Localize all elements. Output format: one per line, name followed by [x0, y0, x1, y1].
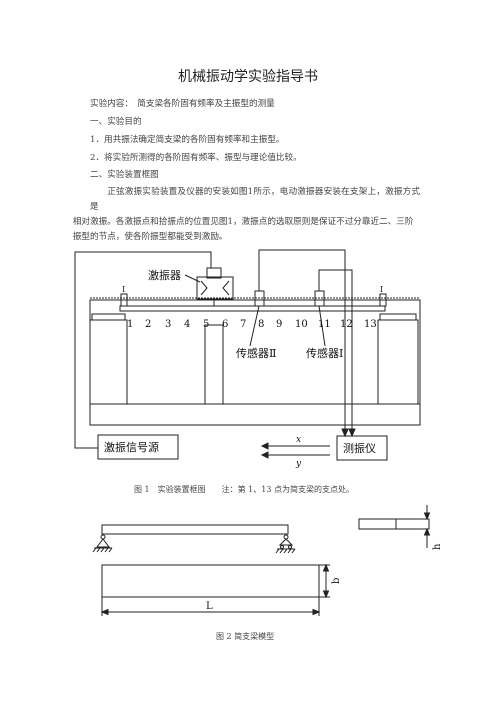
- exciter-head: [206, 267, 222, 279]
- figure1-caption: 图 1 实验装置框图 注：第 1、13 点为简支梁的支点处。: [134, 485, 354, 494]
- sensor1-wire: [318, 269, 353, 436]
- signal-source-box: [97, 434, 179, 460]
- left-pin: [120, 293, 128, 307]
- point-number-4: 4: [184, 319, 190, 330]
- left-support: [89, 319, 128, 405]
- right-support: [377, 319, 419, 405]
- sensor2-wire: [258, 249, 346, 436]
- left-support-mark: I: [122, 285, 125, 294]
- section-heading-setup: 二、实验装置框图: [90, 170, 159, 180]
- setup-paragraph-line-2: 相对激振。各激振点和拾振点的位置见图1，激振点的选取原则是保证不过分靠近二、三阶: [72, 217, 414, 227]
- right-pin: [379, 293, 387, 307]
- point-number-12: 12: [340, 319, 353, 330]
- exciter-coil: [200, 280, 230, 296]
- arrow-y-label: y: [295, 459, 302, 469]
- exciter-signal-wire: [74, 251, 212, 449]
- L-arrow-right: [312, 608, 321, 616]
- point-number-2: 2: [145, 319, 151, 330]
- left-support-cap: [91, 313, 126, 320]
- dimension-b-label: b: [331, 578, 342, 584]
- exciter-label: 激振器: [148, 268, 181, 282]
- signal-source-label: 激振信号源: [104, 440, 159, 454]
- setup-paragraph-line-3: 振型的节点，使各阶振型都能受到激励。: [72, 232, 228, 242]
- page-title: 机械振动学实验指导书: [178, 69, 318, 85]
- dimension-L-label: L: [206, 601, 213, 612]
- point-number-11: 11: [318, 319, 331, 330]
- exciter-leader: [184, 274, 201, 283]
- right-support-cap: [379, 313, 417, 320]
- right-roller-support: [275, 534, 296, 554]
- b-arrow-bot: [322, 590, 330, 599]
- setup-paragraph-line-1: 正弦激振实验装置及仪器的安装如图1所示，电动激振器安装在支架上，激振方式是: [90, 187, 420, 212]
- beam: [119, 305, 386, 312]
- point-number-7: 7: [240, 319, 246, 330]
- arrow-y-head: [260, 451, 269, 459]
- exciter-stand: [204, 324, 224, 405]
- purpose-item-1: 1．用共振法确定简支梁的各阶固有频率和主振型。: [90, 135, 285, 145]
- arrow-x-label: x: [296, 435, 301, 445]
- purpose-item-2: 2．将实验所测得的各阶固有频率、振型与理论值比较。: [90, 153, 302, 163]
- section-heading-purpose: 一、实验目的: [90, 117, 142, 127]
- h-arrow-bot: [423, 527, 431, 536]
- exciter-body: [196, 276, 234, 300]
- sensor2-arrowhead: [341, 428, 349, 438]
- sensor1-arrowhead: [348, 428, 356, 438]
- sensor1-label: 传感器Ⅰ: [306, 347, 343, 360]
- left-pin-support: [92, 534, 113, 553]
- point-number-5: 5: [203, 319, 209, 330]
- point-number-13: 13: [364, 319, 377, 330]
- arrow-x-head: [260, 442, 269, 450]
- experiment-content-line: 实验内容： 简支梁各阶固有频率及主振型的测量: [90, 99, 275, 109]
- sensor1-leader: [318, 305, 326, 347]
- setup-paragraph: 正弦激振实验装置及仪器的安装如图1所示，电动激振器安装在支架上，激振方式是 相对…: [73, 185, 420, 245]
- point-number-1: 1: [127, 319, 133, 330]
- beam-cross-section: [358, 518, 430, 530]
- h-arrow-top: [423, 512, 431, 521]
- dimension-h-label: h: [432, 543, 443, 550]
- analyzer-label: 测振仪: [343, 441, 376, 455]
- figure2-caption: 图 2 简支梁模型: [216, 632, 275, 641]
- L-arrow-left: [100, 608, 109, 616]
- analyzer-box: [336, 435, 388, 461]
- sensor2-label: 传感器Ⅱ: [236, 347, 276, 360]
- point-number-8: 8: [258, 319, 264, 330]
- point-number-9: 9: [276, 319, 282, 330]
- beam-side-view: [101, 524, 289, 535]
- sensor2-leader: [249, 305, 260, 347]
- point-number-6: 6: [222, 319, 228, 330]
- b-arrow-top: [322, 563, 330, 572]
- point-number-10: 10: [295, 319, 308, 330]
- right-support-mark: I: [380, 285, 383, 294]
- point-number-3: 3: [165, 319, 171, 330]
- beam-plan-view: [101, 564, 320, 598]
